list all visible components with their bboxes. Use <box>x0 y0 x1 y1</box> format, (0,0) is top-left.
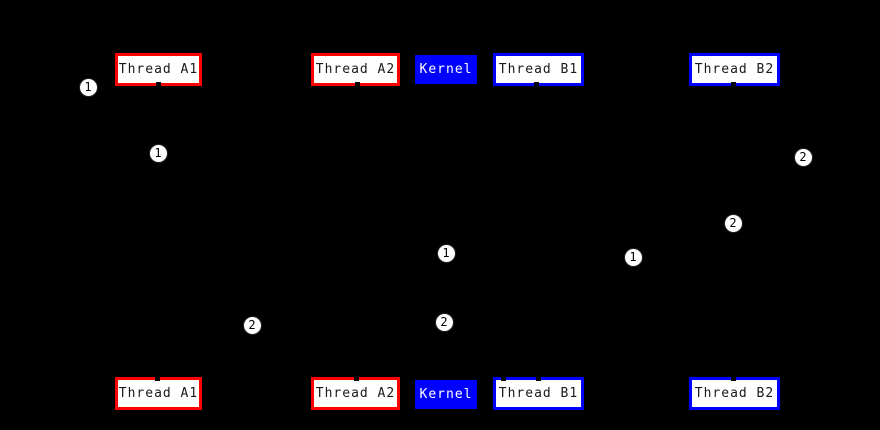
step-marker-1: 1 <box>78 77 98 97</box>
node-label: Thread A1 <box>118 386 199 401</box>
edge-notch <box>534 82 539 86</box>
step-marker-2: 2 <box>242 315 262 335</box>
node-label: Thread A1 <box>118 62 199 77</box>
edge-notch <box>155 377 160 381</box>
step-marker-2: 2 <box>793 147 813 167</box>
edge-notch <box>156 82 161 86</box>
step-marker-1: 1 <box>148 143 168 163</box>
step-marker-1: 1 <box>623 247 643 267</box>
step-marker-1: 1 <box>436 243 456 263</box>
node-kernel-top: Kernel <box>415 55 477 84</box>
node-label: Thread A2 <box>315 62 396 77</box>
node-label: Thread B2 <box>694 62 775 77</box>
node-label: Thread B2 <box>694 386 775 401</box>
node-kernel-bottom: Kernel <box>415 380 477 409</box>
node-thread-a1-bottom: Thread A1 <box>115 377 202 410</box>
node-label: Kernel <box>419 62 473 77</box>
node-label: Thread B1 <box>498 386 579 401</box>
step-marker-2: 2 <box>434 312 454 332</box>
node-thread-b2-bottom: Thread B2 <box>689 377 780 410</box>
edge-notch <box>355 82 360 86</box>
edge-notch <box>501 377 506 381</box>
edge-notch <box>536 377 541 381</box>
step-marker-2: 2 <box>723 213 743 233</box>
node-label: Kernel <box>419 387 473 402</box>
edge-notch <box>731 82 736 86</box>
edge-notch <box>354 377 359 381</box>
node-label: Thread A2 <box>315 386 396 401</box>
node-thread-b1-bottom: Thread B1 <box>493 377 584 410</box>
node-thread-a2-bottom: Thread A2 <box>311 377 400 410</box>
node-label: Thread B1 <box>498 62 579 77</box>
edge-notch <box>731 377 736 381</box>
node-thread-b1-top: Thread B1 <box>493 53 584 86</box>
node-thread-a1-top: Thread A1 <box>115 53 202 86</box>
